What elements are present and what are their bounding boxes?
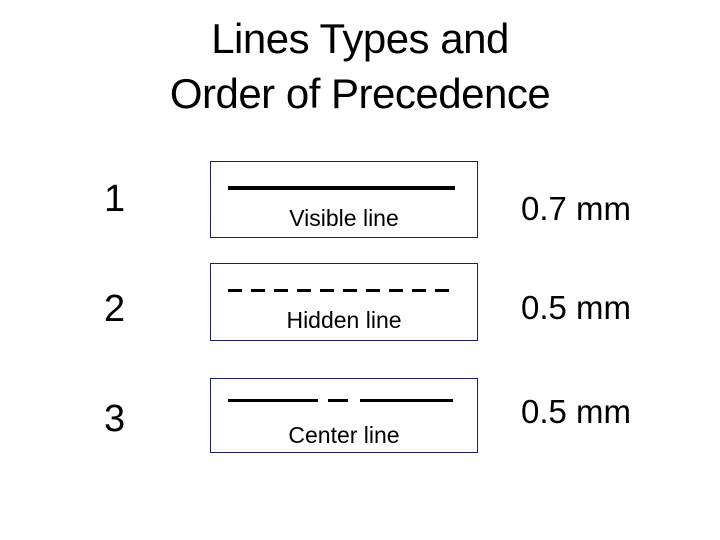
precedence-number-3: 3	[104, 398, 126, 440]
precedence-number-2: 2	[104, 288, 126, 330]
center-line-caption: Center line	[288, 422, 400, 448]
hidden-line-box: Hidden line	[210, 263, 478, 341]
center-line-short-segment	[328, 399, 348, 402]
visible-line-box: Visible line	[210, 161, 478, 238]
hidden-line-sample	[228, 289, 456, 292]
center-line-long-segment	[360, 399, 453, 402]
center-line-sample	[228, 399, 456, 402]
thickness-label-2: 0.5 mm	[521, 289, 632, 326]
visible-line-sample	[228, 186, 455, 190]
slide-title-line2: Order of Precedence	[169, 70, 551, 117]
visible-line-caption: Visible line	[289, 205, 399, 231]
center-line-long-segment	[228, 399, 318, 402]
slide-title-line1: Lines Types and	[211, 15, 509, 62]
hidden-line-caption: Hidden line	[286, 307, 402, 333]
thickness-label-1: 0.7 mm	[521, 190, 632, 227]
precedence-number-1: 1	[104, 178, 126, 220]
slide-title: Lines Types and Order of Precedence	[0, 11, 720, 121]
thickness-label-3: 0.5 mm	[521, 393, 632, 430]
center-line-box: Center line	[210, 378, 478, 453]
